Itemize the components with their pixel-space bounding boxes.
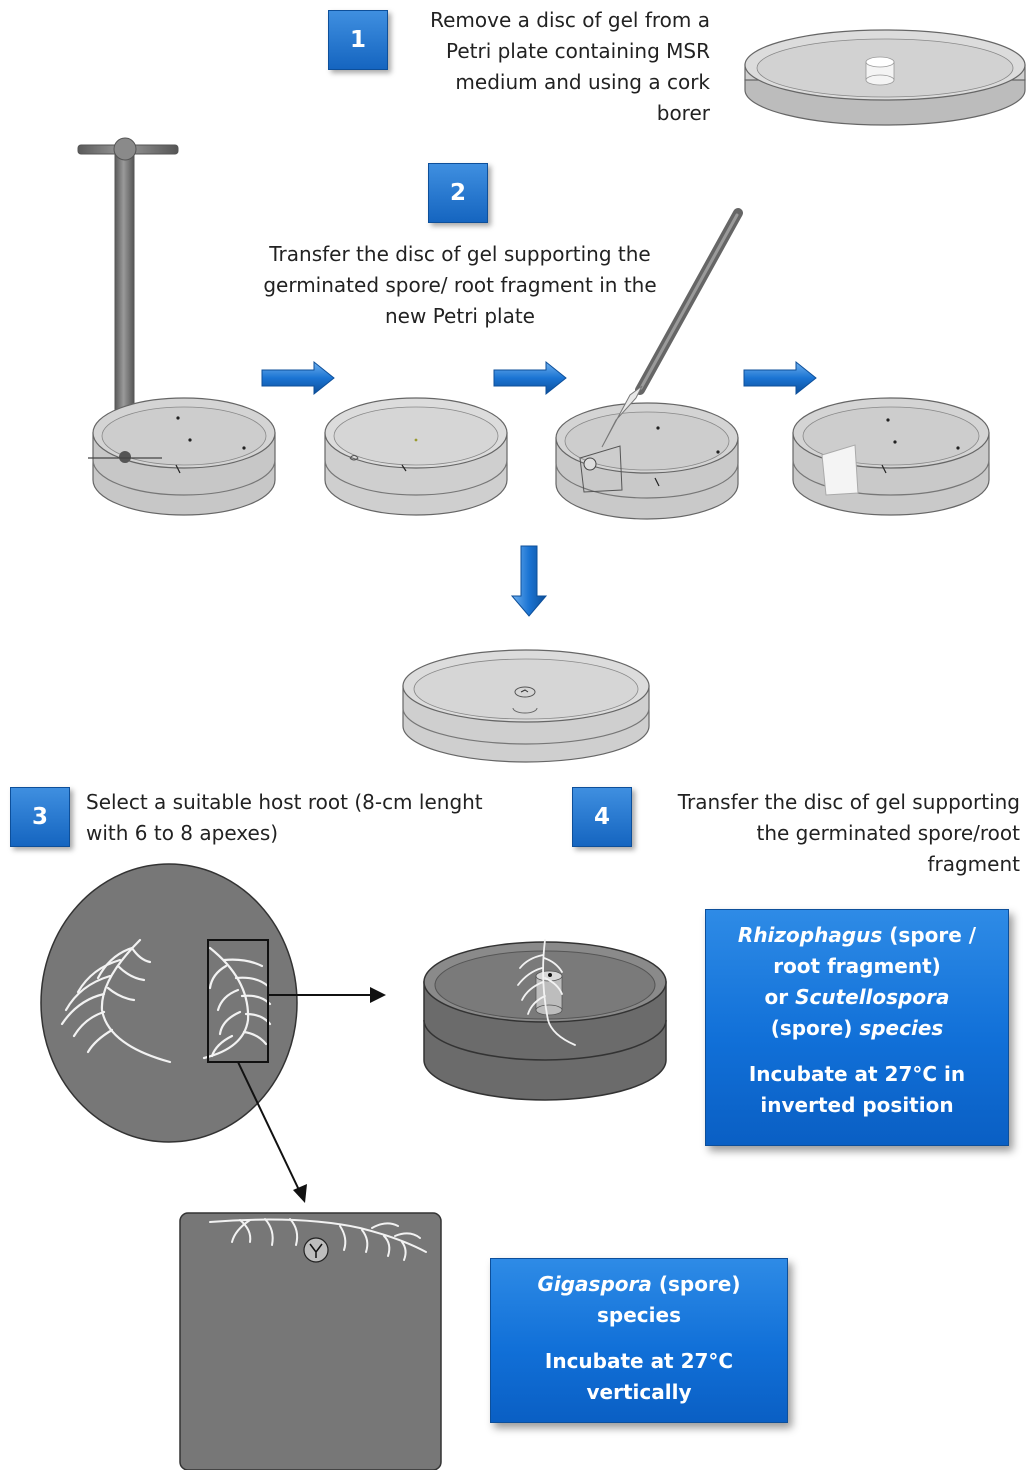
arrow-down-icon — [510, 545, 548, 617]
petri-dish-icon — [555, 402, 739, 520]
arrow-down-icon — [237, 1061, 307, 1203]
arrow-right-icon — [493, 360, 567, 396]
step-4-text: Transfer the disc of gel supporting the … — [677, 790, 1020, 876]
arrow-right-icon — [268, 987, 386, 1003]
host-root-icon — [60, 938, 172, 1064]
genus-rhizophagus: Rhizophagus — [737, 923, 883, 947]
petri-dish-icon — [744, 29, 1026, 126]
gel-disc-icon — [535, 970, 563, 1016]
step-3-badge: 3 — [10, 787, 70, 847]
incubation-rhizophagus-line1: Incubate at 27°C in — [748, 1062, 966, 1086]
scalpel-icon — [601, 208, 743, 448]
petri-dish-icon — [792, 397, 990, 516]
petri-dish-icon — [88, 397, 276, 516]
incubation-gigaspora-line2: vertically — [586, 1380, 692, 1404]
step-3-text: Select a suitable host root (8-cm lenght… — [86, 790, 483, 845]
square-plate — [179, 1212, 442, 1470]
cork-borer-icon — [77, 137, 179, 436]
genus-gigaspora: Gigaspora — [537, 1272, 652, 1296]
petri-dish-icon — [423, 939, 667, 1101]
root-culture-plate — [40, 863, 298, 1143]
incubation-gigaspora-line1: Incubate at 27°C — [544, 1349, 734, 1373]
spore-icon — [303, 1237, 329, 1263]
arrow-right-icon — [743, 360, 817, 396]
gigaspora-info-box: Gigaspora (spore) species Incubate at 27… — [490, 1258, 788, 1423]
arrow-right-icon — [261, 360, 335, 396]
petri-dish-icon — [324, 397, 508, 516]
gel-disc-icon — [865, 56, 895, 86]
step-2-text: Transfer the disc of gel supporting the … — [263, 242, 657, 328]
step-4-badge: 4 — [572, 787, 632, 847]
step-2-badge: 2 — [428, 163, 488, 223]
host-root-icon — [517, 939, 576, 1046]
rhizophagus-info-box: Rhizophagus (spore / root fragment) or S… — [705, 909, 1009, 1146]
incubation-rhizophagus-line2: inverted position — [760, 1093, 954, 1117]
host-root-icon — [209, 1218, 427, 1261]
petri-dish-icon — [402, 649, 650, 763]
step-1-text: Remove a disc of gel from a Petri plate … — [430, 8, 710, 125]
genus-scutellospora: Scutellospora — [795, 985, 950, 1009]
step-1-badge: 1 — [328, 10, 388, 70]
